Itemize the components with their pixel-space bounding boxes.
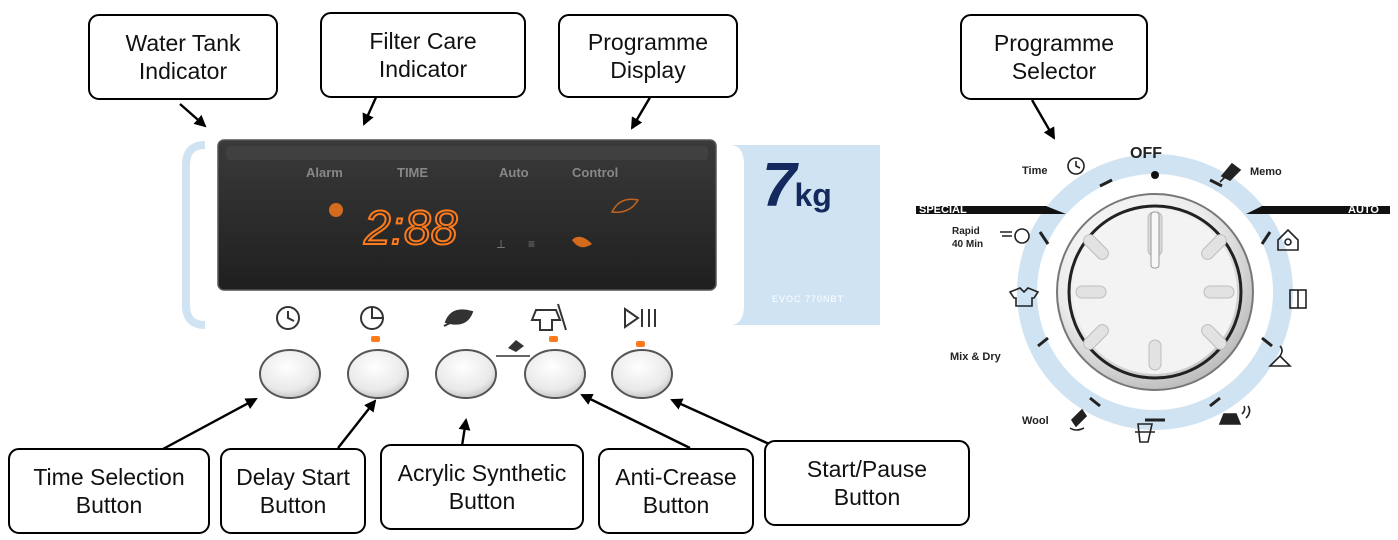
auto-bar [1246,206,1390,214]
acrylic-synthetic-button[interactable] [435,349,497,399]
dial-wool-label: Wool [1022,415,1049,427]
callout-delay-start-button: Delay Start Button [220,448,366,534]
callout-line: Button [259,492,327,518]
callout-line: Indicator [378,56,468,82]
callout-acrylic-synthetic-button: Acrylic Synthetic Button [380,444,584,530]
pin-icon [508,340,524,352]
callout-line: Time Selection [33,464,185,490]
anti-crease-arrow [580,393,691,450]
callout-programme-display: Programme Display [558,14,738,98]
display-time-label: TIME [397,165,428,180]
dial-special-label: SPECIAL [919,204,967,216]
dial-auto-label: AUTO [1348,204,1379,216]
callout-line: Start/Pause [806,456,928,482]
delay-start-button[interactable] [347,349,409,399]
anti-crease-icon [530,303,567,331]
dial-memo-label: Memo [1250,166,1282,178]
callout-line: Indicator [138,58,228,84]
wool-icon [1069,408,1088,431]
callout-line: Programme [993,30,1115,56]
delay-clock-icon [360,306,384,330]
filter-care-leaf-icon [610,198,640,213]
delay-start-arrow [337,399,377,449]
display-alarm-label: Alarm [306,165,343,180]
dial-time-label: Time [1022,165,1047,177]
callout-time-selection-button: Time Selection Button [8,448,210,534]
water-tank-icon [572,236,592,248]
callout-anti-crease-button: Anti-Crease Button [598,448,754,534]
callout-line: Anti-Crease [615,464,737,490]
dial-off-label: OFF [1130,145,1162,162]
callout-line: Acrylic Synthetic [397,460,567,486]
callout-programme-selector: Programme Selector [960,14,1148,100]
clock-icon [276,306,300,330]
capacity-label: 7kg [762,150,832,221]
callout-line: Programme [587,29,709,55]
programme-display [217,139,717,291]
callout-line: Display [610,57,686,83]
callout-line: Filter Care [369,28,477,54]
acrylic-synthetic-arrow [458,418,471,447]
sport-icon [1135,423,1155,443]
special-bar [916,206,1066,214]
cupboard-icon [1289,289,1307,309]
callout-line: Button [642,492,710,518]
callout-line: Water Tank [125,30,241,56]
callout-line: Delay Start [236,464,350,490]
water-tank-arrow [179,103,207,128]
home-icon [1277,228,1299,251]
callout-line: Button [448,488,516,514]
anti-crease-button[interactable] [524,349,586,399]
display-digits: 2:88 [363,202,458,255]
display-auto-label: Auto [499,165,529,180]
time-selection-arrow [149,397,258,458]
leaf-icon [443,309,474,327]
display-control-label: Control [572,165,618,180]
programme-selector-arrow [1030,99,1056,140]
callout-filter-care-indicator: Filter Care Indicator [320,12,526,98]
callout-water-tank-indicator: Water Tank Indicator [88,14,278,100]
shirt-icon [1008,287,1040,307]
dial-time-clock-icon [1067,157,1085,175]
panel-frame-left [182,141,206,329]
hanger-icon [1268,345,1292,367]
capacity-number: 7 [762,151,797,220]
capacity-unit: kg [794,177,832,213]
programme-display-arrow [630,93,654,130]
model-number: EVOC 770NBT [772,294,845,304]
start-pause-button[interactable] [611,349,673,399]
dial-mix-dry-label: Mix & Dry [950,351,1002,363]
callout-line: Selector [1011,58,1097,84]
iron-icon [1218,405,1251,425]
dial-rapid-label: Rapid [952,226,980,237]
alarm-led [329,203,343,217]
time-selection-button[interactable] [259,349,321,399]
svg-text:≡: ≡ [528,237,535,251]
capacity-badge [730,145,880,325]
svg-text:⟂: ⟂ [497,237,505,251]
callout-start-pause-button: Start/Pause Button [764,440,970,526]
play-pause-icon [624,307,656,329]
callout-line: Button [833,484,901,510]
callout-line: Button [75,492,143,518]
dial-rapid-time-label: 40 Min [952,239,983,250]
rapid-clock-icon [1000,228,1030,244]
memo-pin-icon [1219,162,1242,183]
start-pause-arrow [670,398,779,450]
